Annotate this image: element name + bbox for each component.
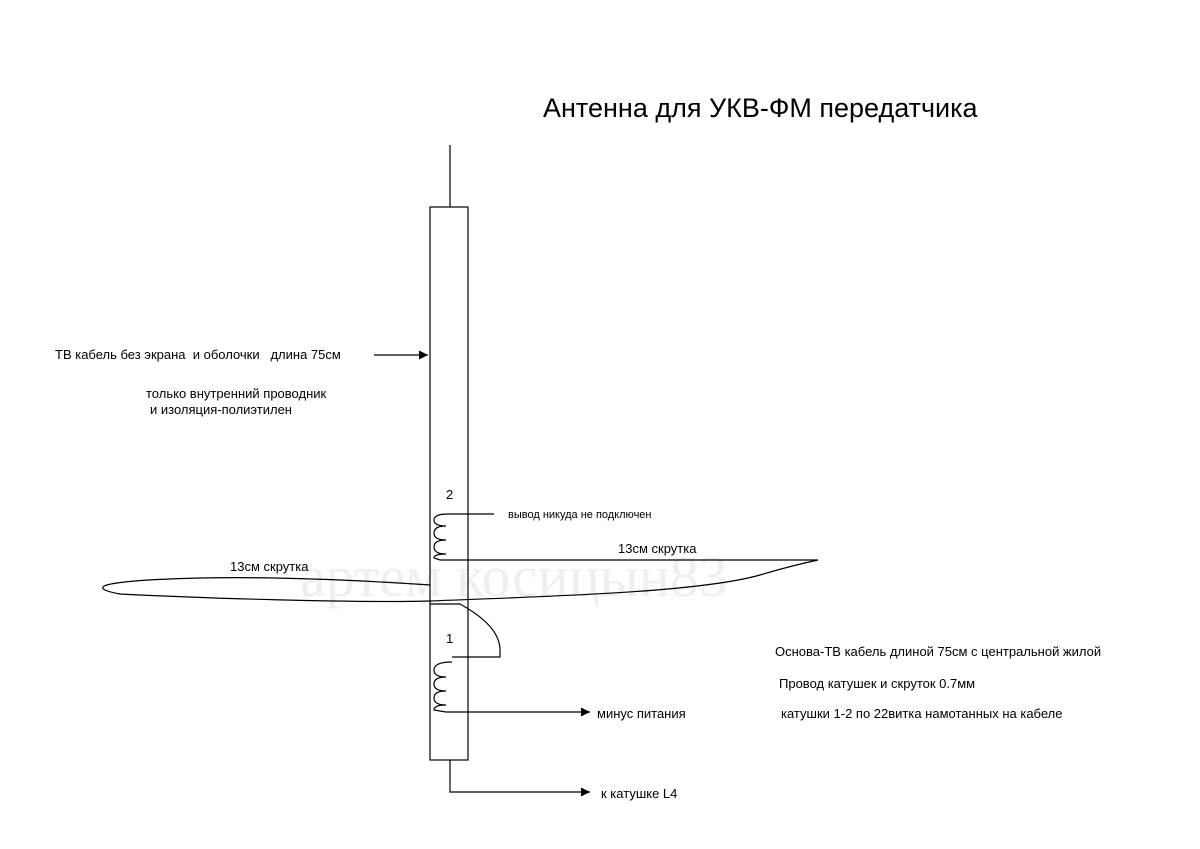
diagram-title: Антенна для УКВ-ФМ передатчика [543, 93, 979, 123]
note-base: Основа-ТВ кабель длиной 75см с центральн… [775, 644, 1101, 659]
twist-right [429, 559, 819, 602]
inner-conductor-line2: и изоляция-полиэтилен [150, 402, 292, 417]
coil-2-winding [433, 513, 494, 561]
inner-conductor-line1: только внутренний проводник [146, 386, 327, 401]
coil-1-lead [430, 603, 501, 658]
coil-1-winding [433, 661, 453, 713]
cable-label: ТВ кабель без экрана и оболочки длина 75… [55, 347, 341, 362]
coil-2-note: вывод никуда не подключен [508, 509, 652, 521]
coil-2-number: 2 [446, 487, 453, 502]
to-coil-l4-label: к катушке L4 [601, 786, 677, 801]
note-coils: катушки 1-2 по 22витка намотанных на каб… [781, 706, 1062, 721]
tv-cable-body [429, 206, 469, 761]
power-minus-label: минус питания [597, 706, 686, 721]
note-wire: Провод катушек и скруток 0.7мм [779, 676, 975, 691]
twist-left [102, 577, 431, 603]
twist-right-label: 13см скрутка [618, 541, 697, 556]
coil-1-number: 1 [446, 631, 453, 646]
twist-left-label: 13см скрутка [230, 559, 309, 574]
lead-to-l4 [449, 760, 590, 797]
